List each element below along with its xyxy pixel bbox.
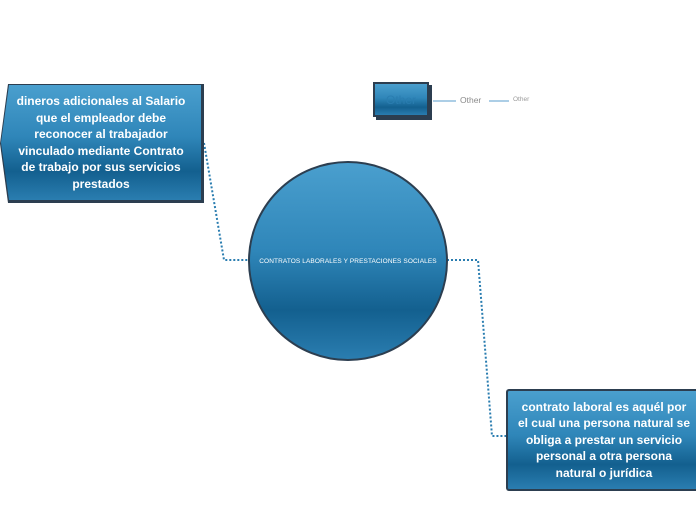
other-subtopic-label[interactable]: Other [460, 95, 482, 105]
left-node-label: dineros adicionales al Salario que el em… [16, 94, 186, 191]
connector-left [203, 142, 249, 261]
other-topic-label: Other [385, 92, 416, 107]
other-subsubtopic-label[interactable]: Other [513, 96, 530, 103]
center-node-label: CONTRATOS LABORALES Y PRESTACIONES SOCIA… [259, 257, 437, 265]
connector-right [447, 259, 507, 437]
right-node[interactable]: contrato laboral es aquél por el cual un… [506, 389, 696, 491]
right-node-label: contrato laboral es aquél por el cual un… [517, 399, 691, 480]
other-topic-box[interactable]: Other [373, 82, 429, 117]
left-node[interactable]: dineros adicionales al Salario que el em… [1, 85, 201, 200]
center-node[interactable]: CONTRATOS LABORALES Y PRESTACIONES SOCIA… [248, 161, 448, 361]
